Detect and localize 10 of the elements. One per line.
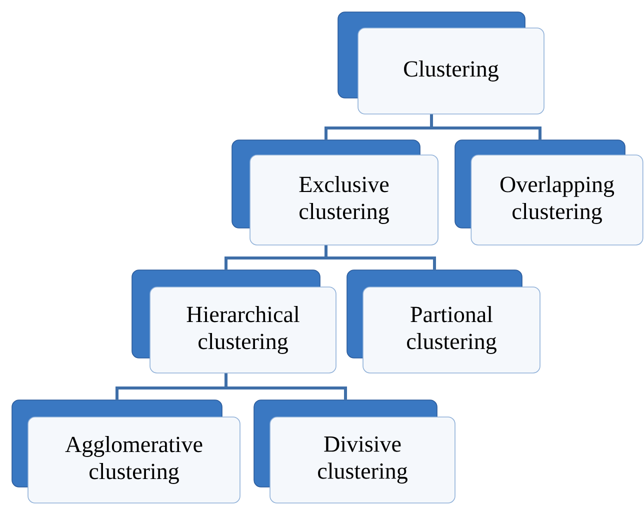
process-box: Agglomerative clustering <box>12 400 240 504</box>
process-box: Clustering <box>338 12 544 114</box>
process-box: Divisive clustering <box>254 400 456 504</box>
connector <box>430 114 542 140</box>
process-box: Hierarchical clustering <box>132 270 336 374</box>
process-box: Partional clustering <box>346 270 540 374</box>
process-box: Overlapping clustering <box>454 140 644 246</box>
connector <box>224 373 347 400</box>
process-box: Exclusive clustering <box>232 140 438 246</box>
connector <box>324 245 436 270</box>
